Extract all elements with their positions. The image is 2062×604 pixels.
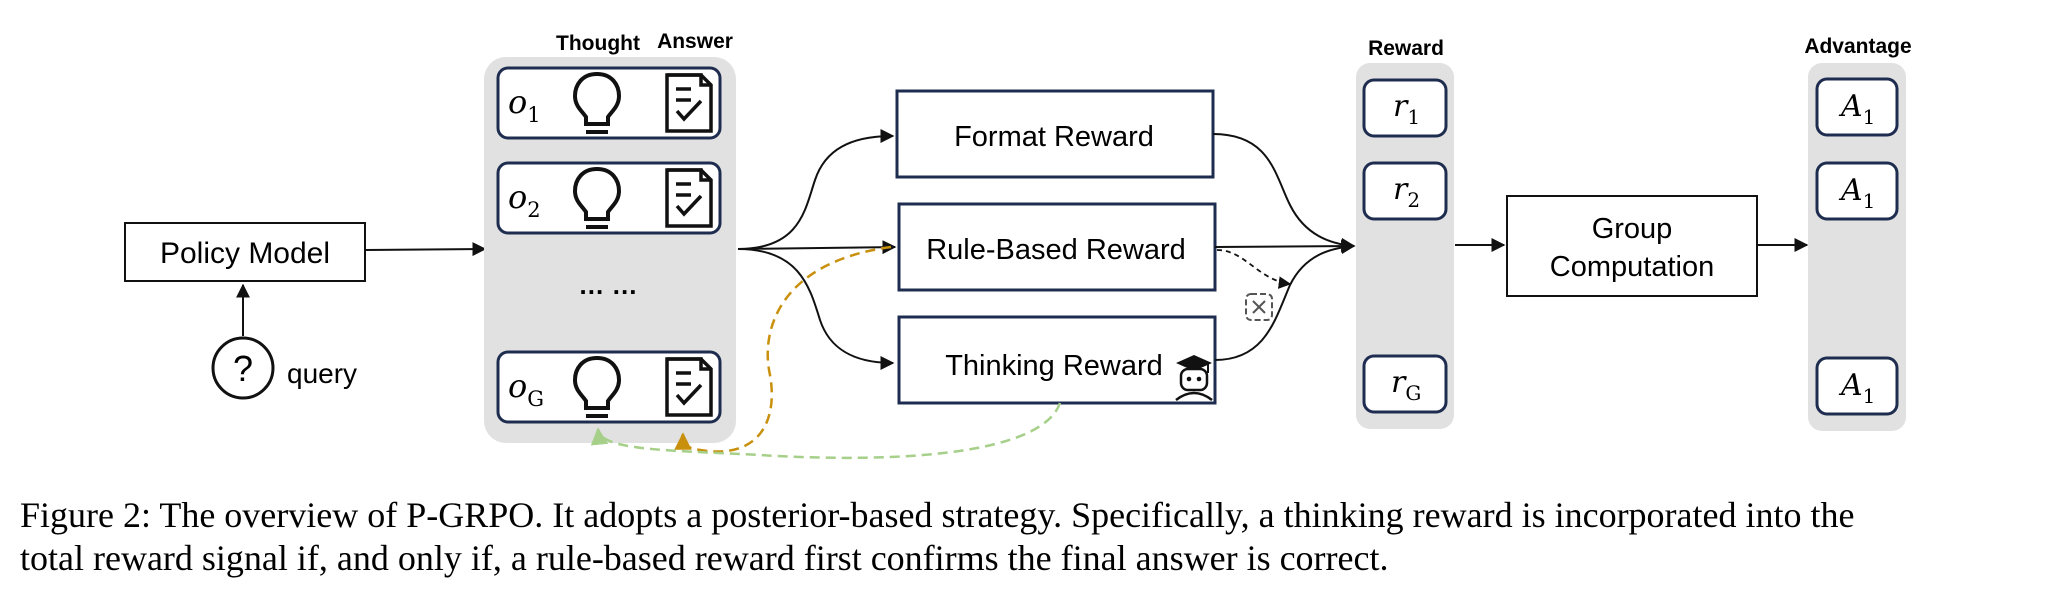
x-box-icon <box>1245 293 1273 321</box>
caption-line-1: Figure 2: The overview of P-GRPO. It ado… <box>20 495 1855 535</box>
advantage-column <box>1808 63 1906 431</box>
svg-text:r1: r1 <box>1393 89 1420 129</box>
policy-model-label: Policy Model <box>160 237 330 270</box>
to-format-reward-arrow <box>737 129 895 250</box>
advantage-a2: A1 <box>1815 161 1899 221</box>
thinking-reward-label: Thinking Reward <box>945 350 1163 382</box>
figure-caption: Figure 2: The overview of P-GRPO. It ado… <box>20 494 2050 580</box>
advantage-a3: A1 <box>1815 356 1899 416</box>
rule-reward-feedback-arrow <box>674 245 892 453</box>
svg-text:o1: o1 <box>508 83 541 127</box>
group-computation-label-line2: Computation <box>1550 251 1714 283</box>
policy-to-outputs-arrow <box>364 242 487 257</box>
query-label: query <box>287 358 357 389</box>
svg-text:A1: A1 <box>1838 173 1875 213</box>
svg-text:A1: A1 <box>1838 89 1875 129</box>
caption-line-2: total reward signal if, and only if, a r… <box>20 538 1389 578</box>
svg-text:o2: o2 <box>508 178 541 222</box>
advantage-header: Advantage <box>1804 35 1911 58</box>
reward-header: Reward <box>1368 37 1444 60</box>
group-computation-label-line1: Group <box>1592 213 1673 245</box>
thinking-reward-box <box>897 315 1217 405</box>
reward-rG: rG <box>1362 354 1448 414</box>
output-o2: o2 <box>496 161 722 235</box>
outputs-ellipsis: … … <box>578 270 637 300</box>
reward-r2: r2 <box>1362 161 1448 221</box>
format-to-reward-arrow <box>1212 133 1356 252</box>
output-oG: oG <box>496 350 722 424</box>
scholar-robot-icon <box>1175 355 1213 402</box>
format-reward-label: Format Reward <box>954 121 1154 153</box>
query-icon: ? <box>211 336 275 400</box>
rule-to-reward-arrow <box>1214 239 1356 254</box>
svg-text:oG: oG <box>508 367 544 411</box>
svg-text:A1: A1 <box>1838 368 1875 408</box>
outputs-column <box>484 57 736 443</box>
svg-text:r2: r2 <box>1393 172 1420 212</box>
thinking-to-reward-arrow <box>1214 240 1356 361</box>
reward-r1: r1 <box>1362 78 1448 138</box>
to-thinking-reward-arrow <box>737 248 895 370</box>
thought-header: Thought <box>556 32 640 55</box>
rule-based-reward-label: Rule-Based Reward <box>926 234 1186 266</box>
reward-column <box>1356 63 1454 429</box>
rule-gate-dashed-arrow <box>1216 249 1292 289</box>
output-o1: o1 <box>496 66 722 140</box>
answer-header: Answer <box>657 30 733 53</box>
advantage-a1: A1 <box>1815 77 1899 137</box>
thinking-reward-feedback-arrow <box>590 402 1062 460</box>
svg-text:?: ? <box>233 348 253 389</box>
svg-text:rG: rG <box>1391 365 1421 405</box>
pgrpo-overview-diagram: Policy Model ? query Thought Answer o1 o… <box>124 30 1912 460</box>
to-rule-reward-arrow <box>737 240 897 255</box>
policy-model-box <box>124 222 366 282</box>
